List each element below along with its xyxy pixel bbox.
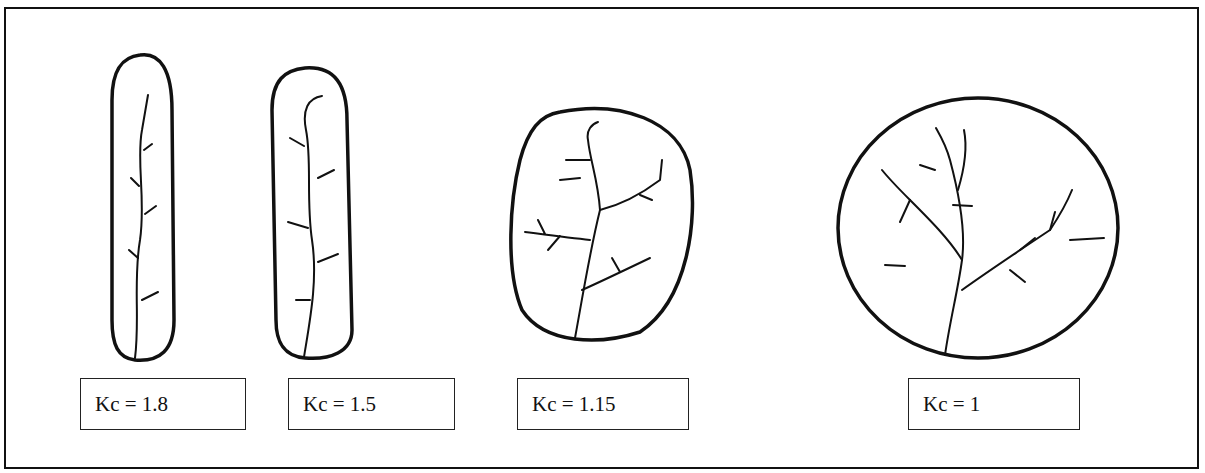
coefficient-label: Kc = 1 [923,392,980,417]
round-basin [838,98,1118,358]
value-box: Kc = 1.5 [288,378,455,430]
value-box: Kc = 1.15 [517,378,689,430]
coefficient-label: Kc = 1.15 [532,392,616,417]
value-box: Kc = 1 [908,378,1080,430]
oblong-basin [272,68,352,358]
oval-basin [511,109,693,340]
coefficient-label: Kc = 1.5 [303,392,376,417]
coefficient-label: Kc = 1.8 [95,392,168,417]
value-box: Kc = 1.8 [80,378,246,430]
figure-frame [5,8,1198,468]
elongated-basin [112,55,174,361]
